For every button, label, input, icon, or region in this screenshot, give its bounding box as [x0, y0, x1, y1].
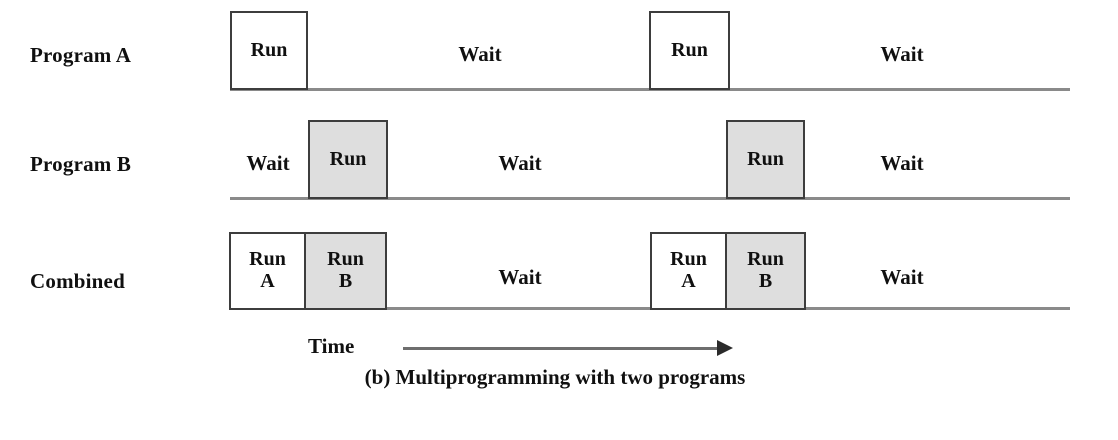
- combined-run-block-2a-label-line1: Run: [670, 248, 707, 271]
- program-a-run-block-2-label: Run: [671, 38, 708, 61]
- combined-run-block-2b: Run B: [726, 232, 806, 310]
- time-axis-label: Time: [308, 334, 355, 358]
- figure-caption: (b) Multiprogramming with two programs: [364, 365, 746, 389]
- program-b-run-block-1-label: Run: [329, 147, 367, 170]
- combined-run-block-1a-label-line2: A: [260, 270, 275, 292]
- program-b-run-block-2: Run: [726, 120, 805, 199]
- timeline-program-b: [230, 197, 1070, 200]
- combined-run-block-1a-label-line1: Run: [249, 248, 286, 271]
- combined-run-block-2b-label-line2: B: [758, 270, 773, 292]
- program-a-wait-label-1: Wait: [458, 42, 502, 66]
- combined-run-block-2a: Run A: [650, 232, 726, 310]
- program-b-wait-label-1: Wait: [498, 151, 542, 175]
- program-a-run-block-1: Run: [230, 11, 308, 90]
- row-label-combined: Combined: [30, 269, 125, 293]
- combined-run-block-1b: Run B: [305, 232, 387, 310]
- program-b-run-block-2-label: Run: [747, 147, 784, 170]
- program-b-wait-label-0: Wait: [246, 151, 290, 175]
- combined-run-block-1a: Run A: [229, 232, 305, 310]
- program-b-wait-label-2: Wait: [880, 151, 924, 175]
- combined-wait-label-2: Wait: [880, 265, 924, 289]
- combined-run-block-1b-label-line1: Run: [327, 248, 364, 271]
- time-arrow-head-icon: [717, 340, 733, 356]
- row-label-program-b: Program B: [30, 152, 132, 176]
- program-a-wait-label-2: Wait: [880, 42, 924, 66]
- program-b-run-block-1: Run: [308, 120, 388, 199]
- combined-run-block-2a-label-line2: A: [681, 270, 696, 292]
- combined-wait-label-1: Wait: [498, 265, 542, 289]
- program-a-run-block-1-label: Run: [250, 38, 288, 61]
- combined-run-block-2b-label-line1: Run: [747, 248, 784, 271]
- program-a-run-block-2: Run: [649, 11, 730, 90]
- time-arrow-line: [403, 347, 721, 350]
- combined-run-block-1b-label-line2: B: [338, 270, 353, 292]
- row-label-program-a: Program A: [30, 43, 132, 67]
